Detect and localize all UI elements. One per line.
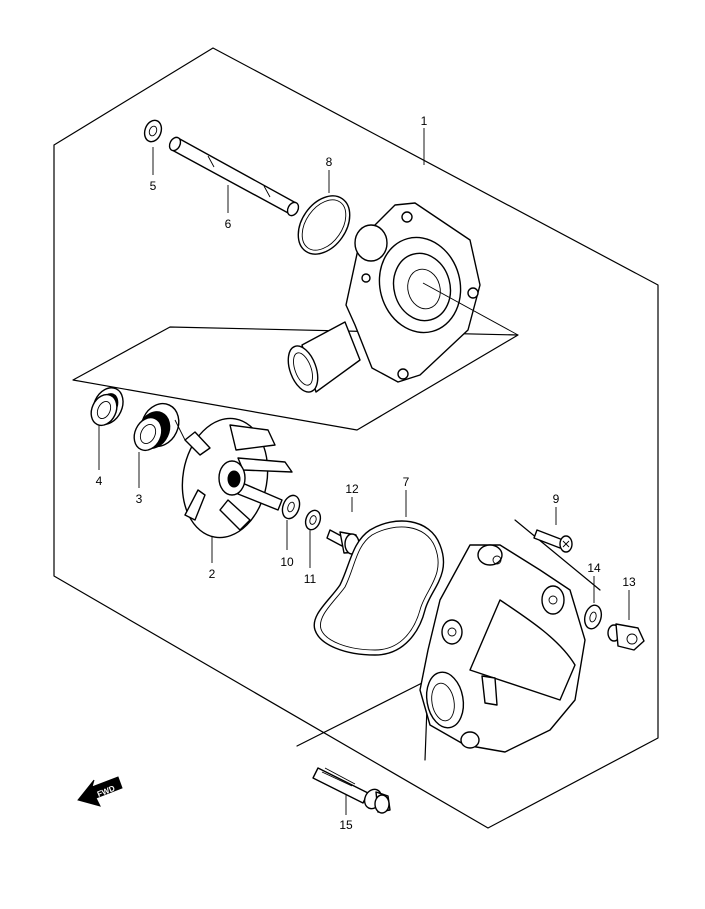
- callout-labels: 1 2 3 4 5 6 7 8 9 10 11 12 13 14 15: [96, 114, 636, 832]
- part-8-o-ring: [297, 195, 351, 255]
- callout-8: 8: [326, 155, 333, 169]
- housing-bracket-lines: [514, 519, 601, 591]
- part-14-washer: [583, 604, 603, 630]
- callout-7: 7: [403, 475, 410, 489]
- part-6-shaft: [168, 136, 300, 217]
- callout-13: 13: [622, 575, 636, 589]
- pump-housing: [419, 544, 586, 753]
- part-9-screw: [533, 529, 573, 553]
- callout-3: 3: [136, 492, 143, 506]
- part-15-bolt: [312, 767, 391, 814]
- part-2-impeller: [181, 417, 293, 539]
- part-13-bolt: [607, 623, 645, 651]
- callout-10: 10: [280, 555, 294, 569]
- part-4-oil-seal: [90, 387, 124, 427]
- part-11-washer: [304, 509, 322, 531]
- part-1-pump-cover: [287, 202, 519, 393]
- fwd-direction-icon: FWD: [77, 776, 123, 807]
- callout-14: 14: [587, 561, 601, 575]
- part-5-washer: [143, 119, 163, 143]
- callout-4: 4: [96, 474, 103, 488]
- callout-5: 5: [150, 179, 157, 193]
- lower-bracket-lines: [296, 679, 429, 761]
- callout-9: 9: [553, 492, 560, 506]
- callout-11: 11: [304, 572, 317, 586]
- part-7-gasket: [313, 520, 445, 656]
- callout-12: 12: [345, 482, 359, 496]
- part-10-washer: [281, 494, 301, 520]
- part-3-mechanical-seal: [133, 402, 186, 452]
- callout-6: 6: [225, 217, 232, 231]
- leader-lines: [98, 128, 630, 815]
- callout-1: 1: [421, 114, 428, 128]
- assembly-outline: [53, 47, 659, 829]
- callout-2: 2: [209, 567, 216, 581]
- callout-15: 15: [339, 818, 353, 832]
